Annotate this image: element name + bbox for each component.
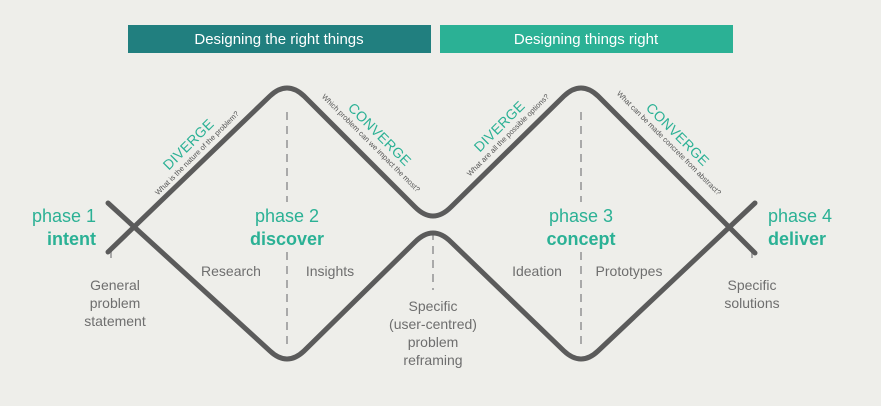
- note-end-line-1: Specific: [727, 277, 776, 293]
- phase-2-label: phase 2 discover: [250, 206, 324, 249]
- area-insights: Insights: [306, 263, 354, 279]
- note-middle-line-1: Specific: [408, 298, 457, 314]
- phase-4-name: deliver: [768, 229, 826, 249]
- area-ideation: Ideation: [512, 263, 562, 279]
- banner-right-bg: [440, 25, 733, 53]
- phase-2-number: phase 2: [255, 206, 319, 226]
- mode-diverge-2: DIVERGE What are all the possible option…: [465, 92, 551, 178]
- mode-converge-1-question: Which problem can we impact the most?: [320, 92, 422, 194]
- note-start-line-2: problem: [90, 295, 141, 311]
- phase-3-label: phase 3 concept: [546, 206, 615, 249]
- phase-2-name: discover: [250, 229, 324, 249]
- mode-converge-2-question: What can be made concrete from abstract?: [615, 89, 723, 197]
- phase-1-label: phase 1 intent: [32, 206, 96, 249]
- mode-diverge-1: DIVERGE What is the nature of the proble…: [153, 109, 241, 197]
- note-middle-line-4: reframing: [403, 352, 462, 368]
- note-start-line-3: statement: [84, 313, 146, 329]
- note-middle-line-2: (user-centred): [389, 316, 477, 332]
- phase-3-number: phase 3: [549, 206, 613, 226]
- banner-left-label: Designing the right things: [194, 31, 363, 48]
- note-start-line-1: General: [90, 277, 140, 293]
- phase-1-name: intent: [47, 229, 96, 249]
- area-prototypes: Prototypes: [596, 263, 663, 279]
- mode-converge-2: CONVERGE What can be made concrete from …: [615, 89, 723, 197]
- diamond-outline-upper: [105, 85, 758, 256]
- area-research: Research: [201, 263, 261, 279]
- phase-4-number: phase 4: [768, 206, 832, 226]
- note-end-line-2: solutions: [724, 295, 779, 311]
- diamond-outline-lower: [105, 200, 758, 362]
- note-middle-line-3: problem: [408, 334, 459, 350]
- note-general-problem-statement: General problem statement: [84, 277, 146, 329]
- phase-4-label: phase 4 deliver: [768, 206, 832, 249]
- note-specific-solutions: Specific solutions: [724, 277, 779, 311]
- banner-designing-right-things: Designing the right things: [128, 25, 431, 53]
- mode-converge-1: CONVERGE Which problem can we impact the…: [320, 92, 422, 194]
- banner-right-label: Designing things right: [514, 31, 659, 48]
- mode-converge-1-label: CONVERGE: [345, 99, 415, 169]
- phase-3-name: concept: [546, 229, 615, 249]
- mode-diverge-1-question: What is the nature of the problem?: [153, 109, 241, 197]
- mode-converge-2-label: CONVERGE: [643, 99, 713, 169]
- banner-left-bg: [128, 25, 431, 53]
- note-problem-reframing: Specific (user-centred) problem reframin…: [389, 298, 477, 368]
- banner-designing-things-right: Designing things right: [440, 25, 733, 53]
- phase-1-number: phase 1: [32, 206, 96, 226]
